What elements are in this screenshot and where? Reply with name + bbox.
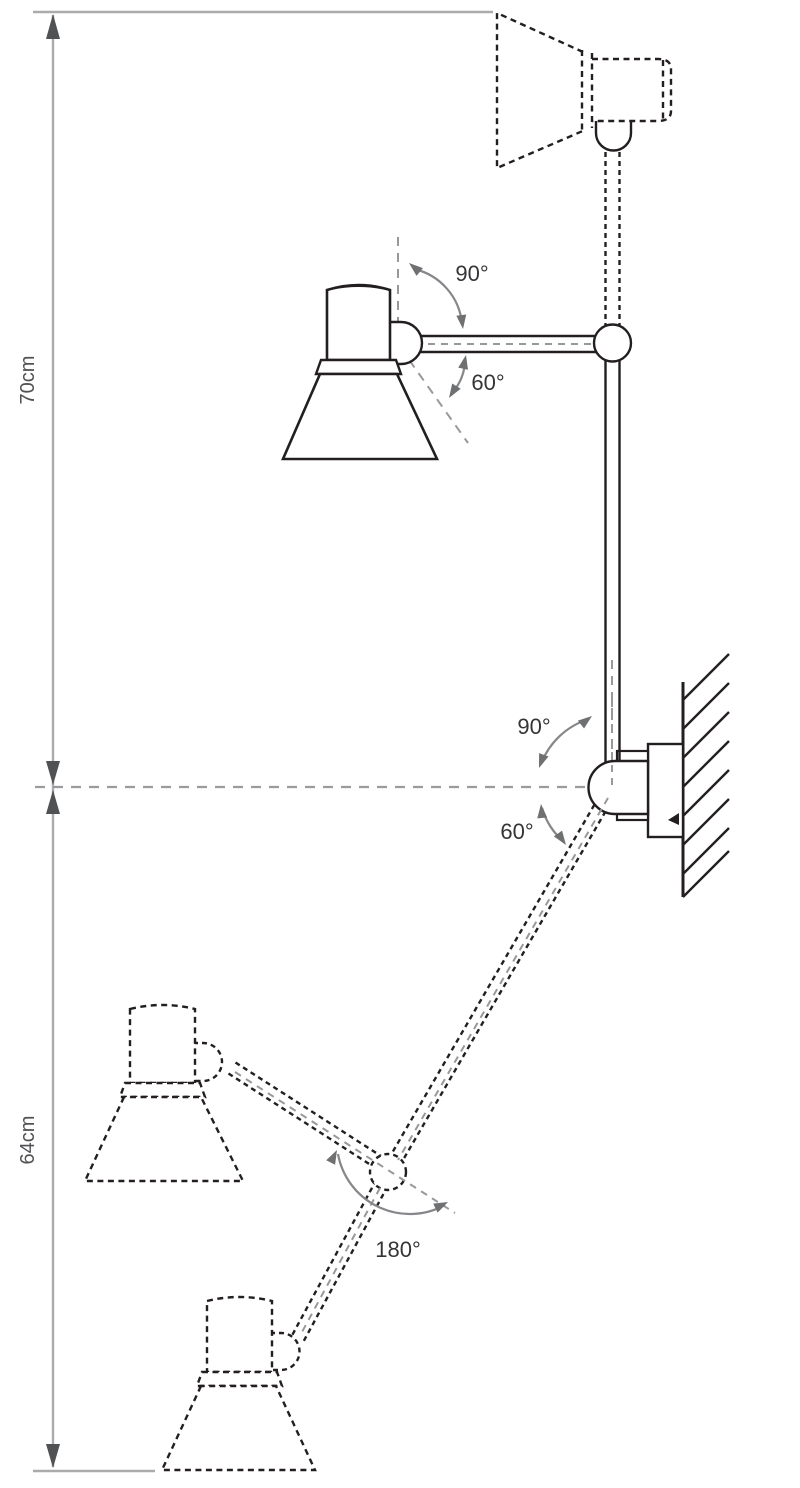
lamp-yoke (390, 320, 424, 366)
lamp-body (325, 283, 392, 362)
arrowhead-icon (458, 355, 468, 370)
arm-horizontal-solid (414, 334, 598, 354)
lamp-top-phantom (495, 11, 673, 170)
lamp-shade-cone (160, 1384, 317, 1472)
angle-annotations: 90° 60° 90° 60° 180° (326, 261, 592, 1262)
lamp-bottom-phantom (160, 1295, 317, 1472)
arrowhead-icon (449, 383, 461, 398)
bracket-detail-mark (668, 813, 679, 825)
lamp-shade-cone (281, 372, 440, 461)
lamp-shade-flange (314, 358, 403, 376)
angle-label-head-60: 60° (471, 370, 504, 395)
centerline-bottom-arm (301, 1187, 381, 1333)
lamp-left-phantom (83, 1003, 245, 1183)
arm-top-phantom (604, 152, 621, 330)
dimension-label-70cm: 70cm (17, 356, 39, 405)
lamp-body-rim (330, 285, 387, 290)
arrowhead-icon (577, 716, 592, 729)
arrowhead-icon (537, 804, 548, 819)
angle-label-wall-90: 90° (517, 714, 550, 739)
lamp-yoke (193, 1041, 224, 1083)
arrowhead-icon (326, 1150, 337, 1165)
arrowhead-icon (456, 314, 467, 329)
lamp-shade-cone (83, 1095, 245, 1183)
arm-wall-phantom (385, 804, 607, 1170)
arrowhead-icon (553, 830, 566, 845)
centerline-left-arm-extension (234, 1071, 456, 1214)
centerlines (234, 700, 613, 1333)
lamp-body (205, 1295, 274, 1374)
arm-bottom-phantom (291, 1179, 389, 1342)
arc-elbow-180 (336, 1153, 446, 1216)
angle-label-head-90: 90° (455, 261, 488, 286)
guide-diagonal-head-60 (399, 346, 469, 444)
arrowhead-down-icon (46, 761, 60, 785)
arrowhead-up-icon (46, 790, 60, 814)
lamp-yoke (270, 1331, 301, 1372)
dimension-lines: 70cm 64cm (17, 10, 600, 1473)
lamp-shade-flange (195, 1370, 284, 1388)
arms (227, 152, 621, 1342)
arrowhead-up-icon (46, 14, 60, 39)
lamp-mid-solid (281, 283, 440, 461)
lamp-body (592, 57, 673, 123)
wall-hatching (682, 653, 730, 898)
arrowhead-icon (539, 753, 549, 768)
arrowhead-icon (433, 1202, 448, 1213)
lamp-yoke (594, 121, 633, 152)
angle-label-wall-60: 60° (500, 819, 533, 844)
arrowhead-down-icon (46, 1444, 60, 1468)
wall-pivot-joint (587, 759, 650, 816)
lamp-body (128, 1003, 197, 1085)
lamp-shade-cone (495, 11, 586, 170)
upper-elbow-joint (592, 323, 633, 363)
arm-left-phantom (227, 1061, 391, 1174)
angle-label-elbow-180: 180° (375, 1237, 421, 1262)
lamp-shade-flange (118, 1081, 207, 1099)
guide-lines (397, 237, 613, 780)
centerline-wall-arm (397, 797, 609, 1161)
arm-vertical-solid (604, 356, 621, 763)
lower-elbow-joint-phantom (368, 1152, 408, 1192)
dimension-label-64cm: 64cm (17, 1116, 39, 1165)
arrowhead-icon (409, 263, 423, 276)
